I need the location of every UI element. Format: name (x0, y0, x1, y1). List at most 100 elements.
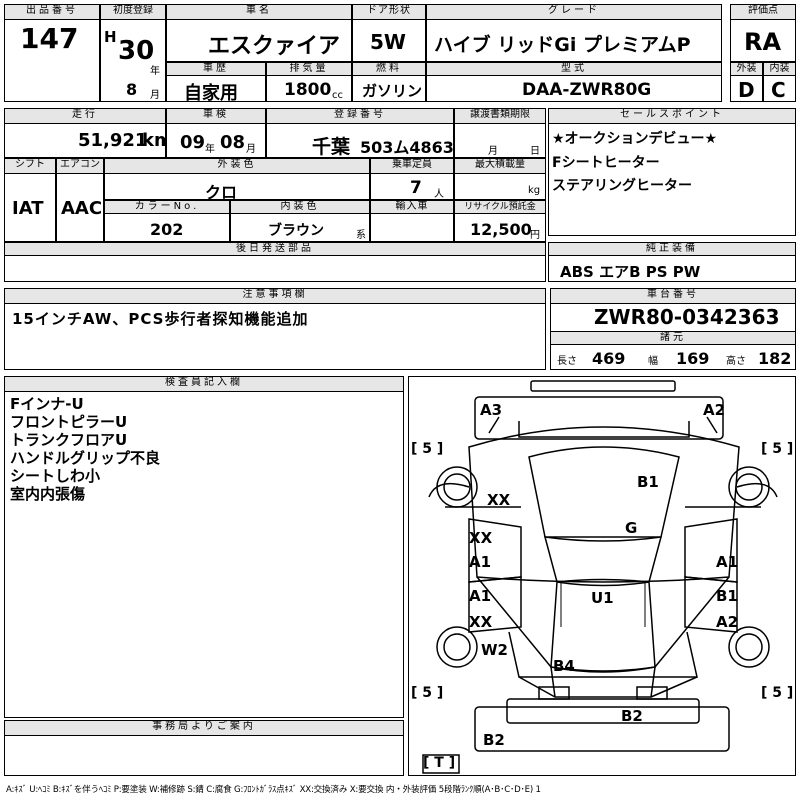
mark-w2: W2 (481, 641, 508, 659)
first-reg-label: 初度登録 (100, 4, 166, 20)
equipment-value: ABS エアB PS PW (560, 263, 701, 281)
grade-label: グレード (426, 4, 722, 20)
tire-tread-bracket: [ 5 ] (761, 685, 794, 701)
first-reg-year-unit: 年 (150, 66, 160, 77)
tire-tread-bracket: [ 5 ] (411, 685, 444, 701)
door-type: 5W (370, 30, 406, 54)
mileage-value: 51,921 (78, 130, 148, 151)
spare-tire-bracket: [ T ] (423, 755, 456, 771)
grade-value: ハイブ リッドGi プレミアムP (434, 34, 691, 56)
lot-label: 出品番号 (4, 4, 100, 20)
mark-a3: A3 (480, 401, 503, 419)
lot-box (4, 4, 100, 102)
first-reg-month-unit: 月 (150, 90, 160, 101)
width-value: 169 (676, 349, 710, 368)
ext-score-label: 外装 (730, 62, 763, 76)
displacement-value: 1800 (284, 80, 332, 100)
history-value: 自家用 (184, 83, 238, 104)
notes-label: 注意事項欄 (4, 288, 546, 304)
sales-point-line: ステアリングヒーター (552, 178, 692, 194)
import-label: 輸入車 (370, 200, 454, 214)
recycle-unit: 円 (530, 230, 540, 241)
color-no-label: カラーNo. (104, 200, 230, 214)
plate-label: 登録番号 (266, 108, 454, 124)
equipment-label: 純正装備 (548, 242, 796, 256)
int-color-label: 内装色 (230, 200, 370, 214)
model-code: DAA-ZWR80G (522, 80, 652, 100)
inspector-box (4, 376, 404, 718)
dims-label: 諸元 (550, 331, 796, 345)
model-label: 型式 (426, 62, 722, 76)
mark-a1: A1 (716, 553, 739, 571)
inspector-line: トランクフロアU (10, 431, 128, 449)
height-label: 高さ (726, 356, 746, 367)
inspector-line: フロントピラーU (10, 413, 128, 431)
length-label: 長さ (557, 356, 577, 367)
tire-tread-bracket: [ 5 ] (411, 441, 444, 457)
plate-number: 503ム4863 (360, 138, 454, 157)
int-score-label: 内装 (763, 62, 796, 76)
ext-color-label: 外装色 (104, 158, 370, 174)
inspector-label: 検査員記入欄 (4, 376, 404, 392)
score-value: RA (744, 28, 782, 56)
mark-u1: U1 (591, 589, 614, 607)
transfer-day-unit: 日 (530, 146, 540, 157)
max-load-label: 最大積載量 (454, 158, 546, 174)
mark-a1: A1 (469, 587, 492, 605)
transfer-label: 譲渡書類期限 (454, 108, 546, 124)
recycle-value: 12,500 (470, 220, 532, 239)
inspector-line: Fインナ-U (10, 395, 84, 413)
sales-point-line: ★オークションデビュー★ (552, 131, 718, 147)
int-color-value: ブラウン (268, 223, 324, 239)
width-label: 幅 (648, 356, 658, 367)
chassis-number: ZWR80-0342363 (594, 305, 780, 329)
inspector-line: 室内内張傷 (10, 485, 86, 503)
first-reg-month: 8 (126, 80, 138, 99)
height-value: 182 (758, 349, 792, 368)
inspection-label: 車検 (166, 108, 266, 124)
fuel-label: 燃料 (352, 62, 426, 76)
car-name-label: 車名 (166, 4, 352, 20)
aircon-value: AAC (61, 198, 103, 219)
tire-tread-bracket: [ 5 ] (761, 441, 794, 457)
mileage-unit: km (142, 130, 173, 151)
capacity-label: 乗車定員 (370, 158, 454, 174)
displacement-unit: cc (332, 90, 343, 101)
office-label: 事務局よりご案内 (4, 720, 404, 736)
legend-text: A:ｷｽﾞ U:ﾍｺﾐ B:ｷｽﾞを伴うﾍｺﾐ P:要塗装 W:補修跡 S:錆 … (6, 785, 541, 795)
mark-xx: XX (469, 529, 493, 547)
capacity-unit: 人 (434, 189, 444, 200)
history-label: 車歴 (166, 62, 266, 76)
notes-text: 15インチAW、PCS歩行者探知機能追加 (12, 310, 309, 328)
aircon-label: エアコン (56, 158, 104, 174)
inspection-year-unit: 年 (205, 144, 215, 155)
int-color-unit: 系 (356, 230, 366, 241)
shift-label: シフト (4, 158, 56, 174)
capacity-value: 7 (410, 178, 422, 198)
mark-xx: XX (487, 491, 511, 509)
ext-color-value: クロ (205, 183, 238, 202)
later-parts-label: 後日発送部品 (4, 242, 546, 256)
plate-region: 千葉 (312, 136, 351, 158)
mark-a1: A1 (469, 553, 492, 571)
chassis-label: 車台番号 (550, 288, 796, 304)
mark-b2: B2 (483, 731, 505, 749)
length-value: 469 (592, 349, 626, 368)
inspection-year: 09 (180, 132, 206, 153)
inspector-line: ハンドルグリップ不良 (10, 449, 161, 467)
int-score: C (771, 78, 786, 102)
sales-points-label: セールスポイント (548, 108, 796, 124)
max-load-unit: kg (528, 185, 541, 196)
inspection-month-unit: 月 (246, 144, 256, 155)
color-no-value: 202 (150, 220, 184, 239)
car-name: エスクァイア (208, 34, 341, 59)
car-outline (422, 380, 778, 774)
shift-value: IAT (12, 198, 44, 219)
mark-b2: B2 (621, 707, 643, 725)
first-reg-year: 30 (118, 36, 155, 66)
score-label: 評価点 (730, 4, 796, 20)
fuel-value: ガソリン (362, 82, 423, 100)
mark-b1: B1 (637, 473, 659, 491)
transfer-month-unit: 月 (488, 146, 498, 157)
displacement-label: 排気量 (266, 62, 352, 76)
